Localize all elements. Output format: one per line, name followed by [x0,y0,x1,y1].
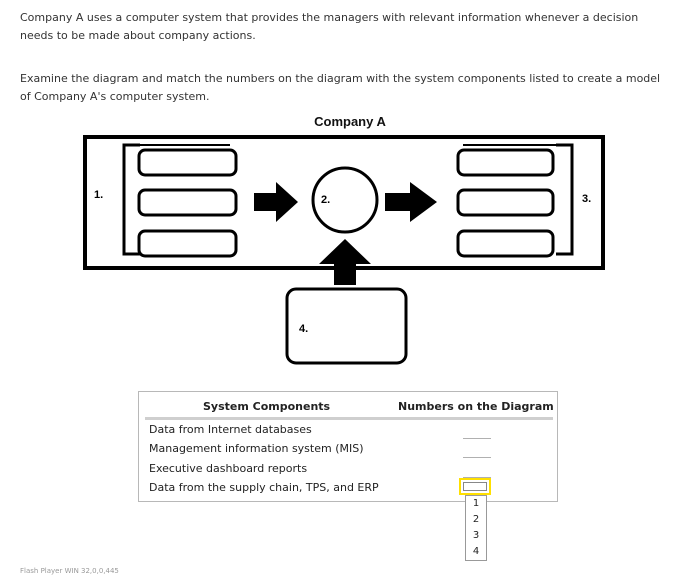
components-table: System Components Numbers on the Diagram… [138,391,558,502]
diagram-label-2: 2. [321,194,331,206]
answer-select-field [463,482,487,491]
answer-select-supply-chain[interactable] [459,478,491,495]
left-record-2 [137,188,238,217]
intro-paragraph-1: Company A uses a computer system that pr… [20,11,639,42]
answer-slot-mis[interactable] [463,457,491,458]
left-record-3 [137,229,238,258]
right-record-1 [456,148,555,177]
column-header-components: System Components [203,400,331,413]
component-label-mis: Management information system (MIS) [149,442,364,455]
answer-slot-internet-databases[interactable] [463,438,491,439]
dropdown-option-4[interactable]: 4 [472,546,480,557]
right-record-3 [456,229,555,258]
source-box [285,287,408,365]
arrow-right-1 [254,182,298,222]
output-stack-right [456,143,574,258]
input-stack-left [122,143,238,258]
component-label-supply-chain: Data from the supply chain, TPS, and ERP [149,481,379,494]
right-bracket [556,143,574,256]
flash-player-version: Flash Player WIN 32,0,0,445 [20,567,119,575]
dropdown-option-3[interactable]: 3 [472,530,480,541]
arrow-up [319,239,371,285]
diagram-label-1: 1. [94,189,104,201]
component-label-internet-databases: Data from Internet databases [149,423,312,436]
diagram-label-3: 3. [582,193,592,205]
diagram-title: Company A [314,114,386,129]
intro-paragraph-2: Examine the diagram and match the number… [20,72,661,103]
arrow-right-2 [385,182,437,222]
left-record-1 [137,148,238,177]
diagram-label-4: 4. [299,323,309,335]
dropdown-option-2[interactable]: 2 [472,514,480,525]
processor-circle [311,166,379,234]
dropdown-option-1[interactable]: 1 [472,498,480,509]
right-record-2 [456,188,555,217]
column-header-numbers: Numbers on the Diagram [398,400,554,413]
header-divider [145,417,553,420]
answer-slot-dashboard-reports[interactable] [463,477,491,478]
answer-dropdown-list: 1 2 3 4 [465,495,487,561]
component-label-dashboard-reports: Executive dashboard reports [149,462,308,475]
